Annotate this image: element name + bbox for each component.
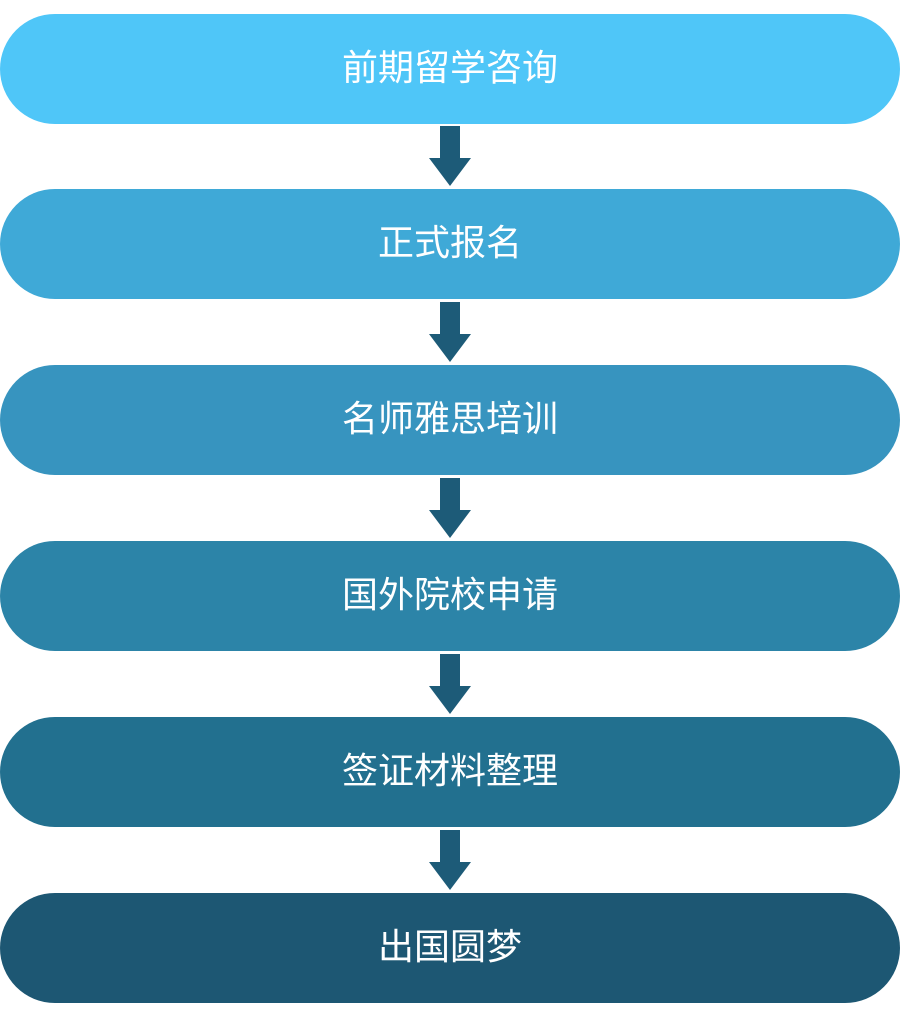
- down-arrow-icon: [429, 830, 471, 890]
- step-ielts-training: 名师雅思培训: [0, 365, 900, 475]
- step-school-application: 国外院校申请: [0, 541, 900, 651]
- step-label: 签证材料整理: [341, 751, 558, 792]
- step-label: 国外院校申请: [341, 575, 558, 616]
- step-label: 前期留学咨询: [341, 48, 558, 89]
- step-registration: 正式报名: [0, 189, 900, 299]
- down-arrow-icon: [429, 302, 471, 362]
- step-consultation: 前期留学咨询: [0, 14, 900, 124]
- step-label: 名师雅思培训: [341, 399, 558, 440]
- step-label: 正式报名: [377, 223, 522, 264]
- step-visa-materials: 签证材料整理: [0, 717, 900, 827]
- down-arrow-icon: [429, 478, 471, 538]
- down-arrow-icon: [429, 126, 471, 186]
- step-study-abroad: 出国圆梦: [0, 893, 900, 1003]
- step-label: 出国圆梦: [377, 927, 522, 968]
- down-arrow-icon: [429, 654, 471, 714]
